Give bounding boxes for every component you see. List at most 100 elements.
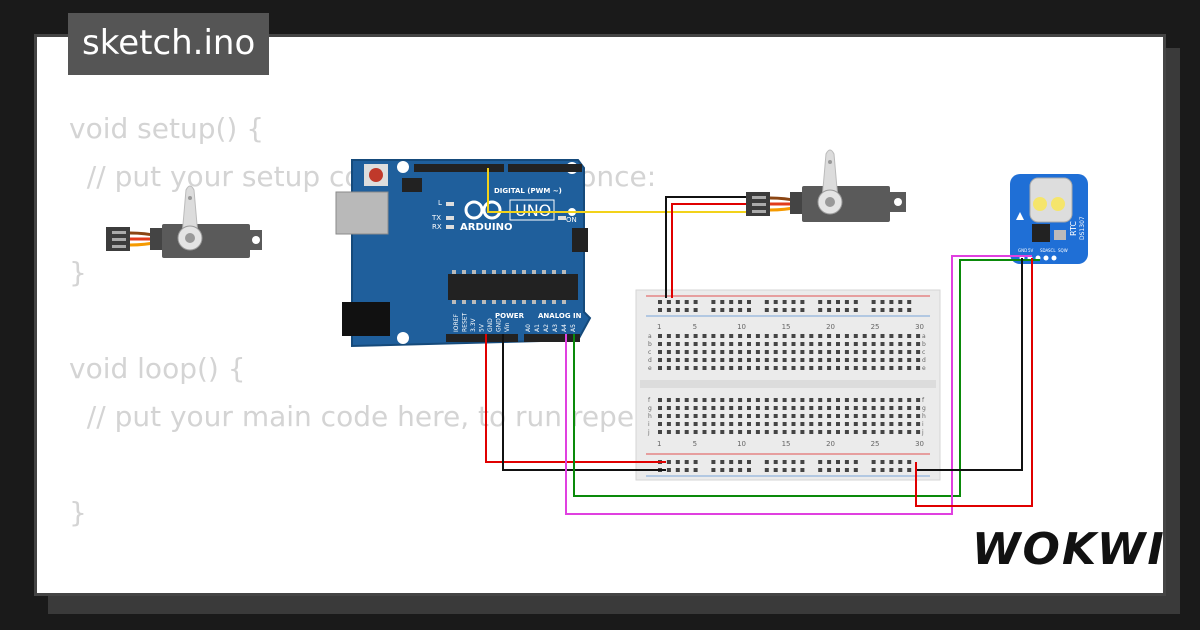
breadboard-hole[interactable] xyxy=(844,366,849,370)
sketch-title-tab[interactable]: sketch.ino xyxy=(68,13,270,75)
breadboard-hole[interactable] xyxy=(809,430,814,434)
breadboard-hole[interactable] xyxy=(844,358,849,362)
breadboard-hole[interactable] xyxy=(702,398,707,402)
breadboard-hole[interactable] xyxy=(800,406,805,410)
breadboard-hole[interactable] xyxy=(720,358,725,362)
breadboard-hole[interactable] xyxy=(844,422,849,426)
breadboard-rail-hole[interactable] xyxy=(773,460,778,464)
breadboard-hole[interactable] xyxy=(871,414,876,418)
breadboard-hole[interactable] xyxy=(844,406,849,410)
breadboard-hole[interactable] xyxy=(684,350,689,354)
breadboard-hole[interactable] xyxy=(755,414,760,418)
breadboard-hole[interactable] xyxy=(729,334,734,338)
breadboard-hole[interactable] xyxy=(782,358,787,362)
breadboard-rail-hole[interactable] xyxy=(729,308,734,312)
breadboard-hole[interactable] xyxy=(738,350,743,354)
breadboard-hole[interactable] xyxy=(871,430,876,434)
breadboard-hole[interactable] xyxy=(871,342,876,346)
breadboard-hole[interactable] xyxy=(880,358,885,362)
breadboard-rail-hole[interactable] xyxy=(880,300,885,304)
breadboard-hole[interactable] xyxy=(720,350,725,354)
breadboard-hole[interactable] xyxy=(853,406,858,410)
breadboard-hole[interactable] xyxy=(836,430,840,434)
breadboard-rail-hole[interactable] xyxy=(684,300,689,304)
breadboard-hole[interactable] xyxy=(827,422,832,426)
breadboard-hole[interactable] xyxy=(889,422,894,426)
breadboard-rail-hole[interactable] xyxy=(791,308,796,312)
breadboard-hole[interactable] xyxy=(747,422,751,426)
breadboard-hole[interactable] xyxy=(871,422,876,426)
breadboard-hole[interactable] xyxy=(764,334,769,338)
breadboard-rail-hole[interactable] xyxy=(844,468,849,472)
breadboard-hole[interactable] xyxy=(871,334,876,338)
breadboard-hole[interactable] xyxy=(711,334,716,338)
breadboard-hole[interactable] xyxy=(880,334,885,338)
breadboard-hole[interactable] xyxy=(764,422,769,426)
breadboard-hole[interactable] xyxy=(711,422,716,426)
breadboard-hole[interactable] xyxy=(800,334,805,338)
breadboard-hole[interactable] xyxy=(818,366,823,370)
breadboard-hole[interactable] xyxy=(827,358,832,362)
breadboard-hole[interactable] xyxy=(711,358,716,362)
breadboard-rail-hole[interactable] xyxy=(675,460,680,464)
breadboard-hole[interactable] xyxy=(684,398,689,402)
breadboard-hole[interactable] xyxy=(693,422,698,426)
breadboard-hole[interactable] xyxy=(853,414,858,418)
breadboard-rail-hole[interactable] xyxy=(782,460,787,464)
breadboard-hole[interactable] xyxy=(853,422,858,426)
breadboard-rail-hole[interactable] xyxy=(773,308,778,312)
breadboard-hole[interactable] xyxy=(773,414,778,418)
breadboard-hole[interactable] xyxy=(791,358,796,362)
breadboard-hole[interactable] xyxy=(898,414,903,418)
breadboard-rail-hole[interactable] xyxy=(791,468,796,472)
breadboard-rail-hole[interactable] xyxy=(827,300,832,304)
breadboard-rail-hole[interactable] xyxy=(844,308,849,312)
breadboard-hole[interactable] xyxy=(711,406,716,410)
breadboard-hole[interactable] xyxy=(764,398,769,402)
breadboard-hole[interactable] xyxy=(916,398,921,402)
breadboard-hole[interactable] xyxy=(675,430,680,434)
breadboard-hole[interactable] xyxy=(791,430,796,434)
breadboard-hole[interactable] xyxy=(702,366,707,370)
breadboard-rail-hole[interactable] xyxy=(764,468,769,472)
breadboard-hole[interactable] xyxy=(720,342,725,346)
breadboard-rail-hole[interactable] xyxy=(836,308,840,312)
breadboard-hole[interactable] xyxy=(755,358,760,362)
breadboard-hole[interactable] xyxy=(898,398,903,402)
breadboard-hole[interactable] xyxy=(755,350,760,354)
breadboard-hole[interactable] xyxy=(773,342,778,346)
breadboard-rail-hole[interactable] xyxy=(764,460,769,464)
breadboard-hole[interactable] xyxy=(880,406,885,410)
breadboard-hole[interactable] xyxy=(844,350,849,354)
wire-black-gnd[interactable] xyxy=(502,334,666,471)
breadboard-hole[interactable] xyxy=(889,414,894,418)
breadboard-hole[interactable] xyxy=(747,430,751,434)
breadboard-hole[interactable] xyxy=(880,350,885,354)
breadboard-rail-hole[interactable] xyxy=(693,300,698,304)
breadboard-hole[interactable] xyxy=(747,414,751,418)
breadboard-rail-hole[interactable] xyxy=(800,468,805,472)
breadboard-hole[interactable] xyxy=(773,422,778,426)
breadboard-hole[interactable] xyxy=(693,350,698,354)
breadboard-hole[interactable] xyxy=(738,422,743,426)
breadboard-hole[interactable] xyxy=(782,334,787,338)
breadboard-hole[interactable] xyxy=(747,358,751,362)
breadboard-hole[interactable] xyxy=(675,422,680,426)
breadboard-hole[interactable] xyxy=(675,366,680,370)
breadboard-rail-hole[interactable] xyxy=(889,308,894,312)
breadboard-hole[interactable] xyxy=(675,358,680,362)
breadboard-hole[interactable] xyxy=(666,366,671,370)
breadboard-rail-hole[interactable] xyxy=(818,460,823,464)
breadboard-rail-hole[interactable] xyxy=(853,468,858,472)
breadboard-rail-hole[interactable] xyxy=(711,460,716,464)
breadboard-hole[interactable] xyxy=(809,414,814,418)
breadboard-hole[interactable] xyxy=(898,334,903,338)
breadboard-hole[interactable] xyxy=(800,342,805,346)
breadboard-hole[interactable] xyxy=(729,430,734,434)
breadboard-rail-hole[interactable] xyxy=(666,460,671,464)
wire-black-rtc-gnd[interactable] xyxy=(916,258,1023,471)
breadboard-hole[interactable] xyxy=(729,366,734,370)
